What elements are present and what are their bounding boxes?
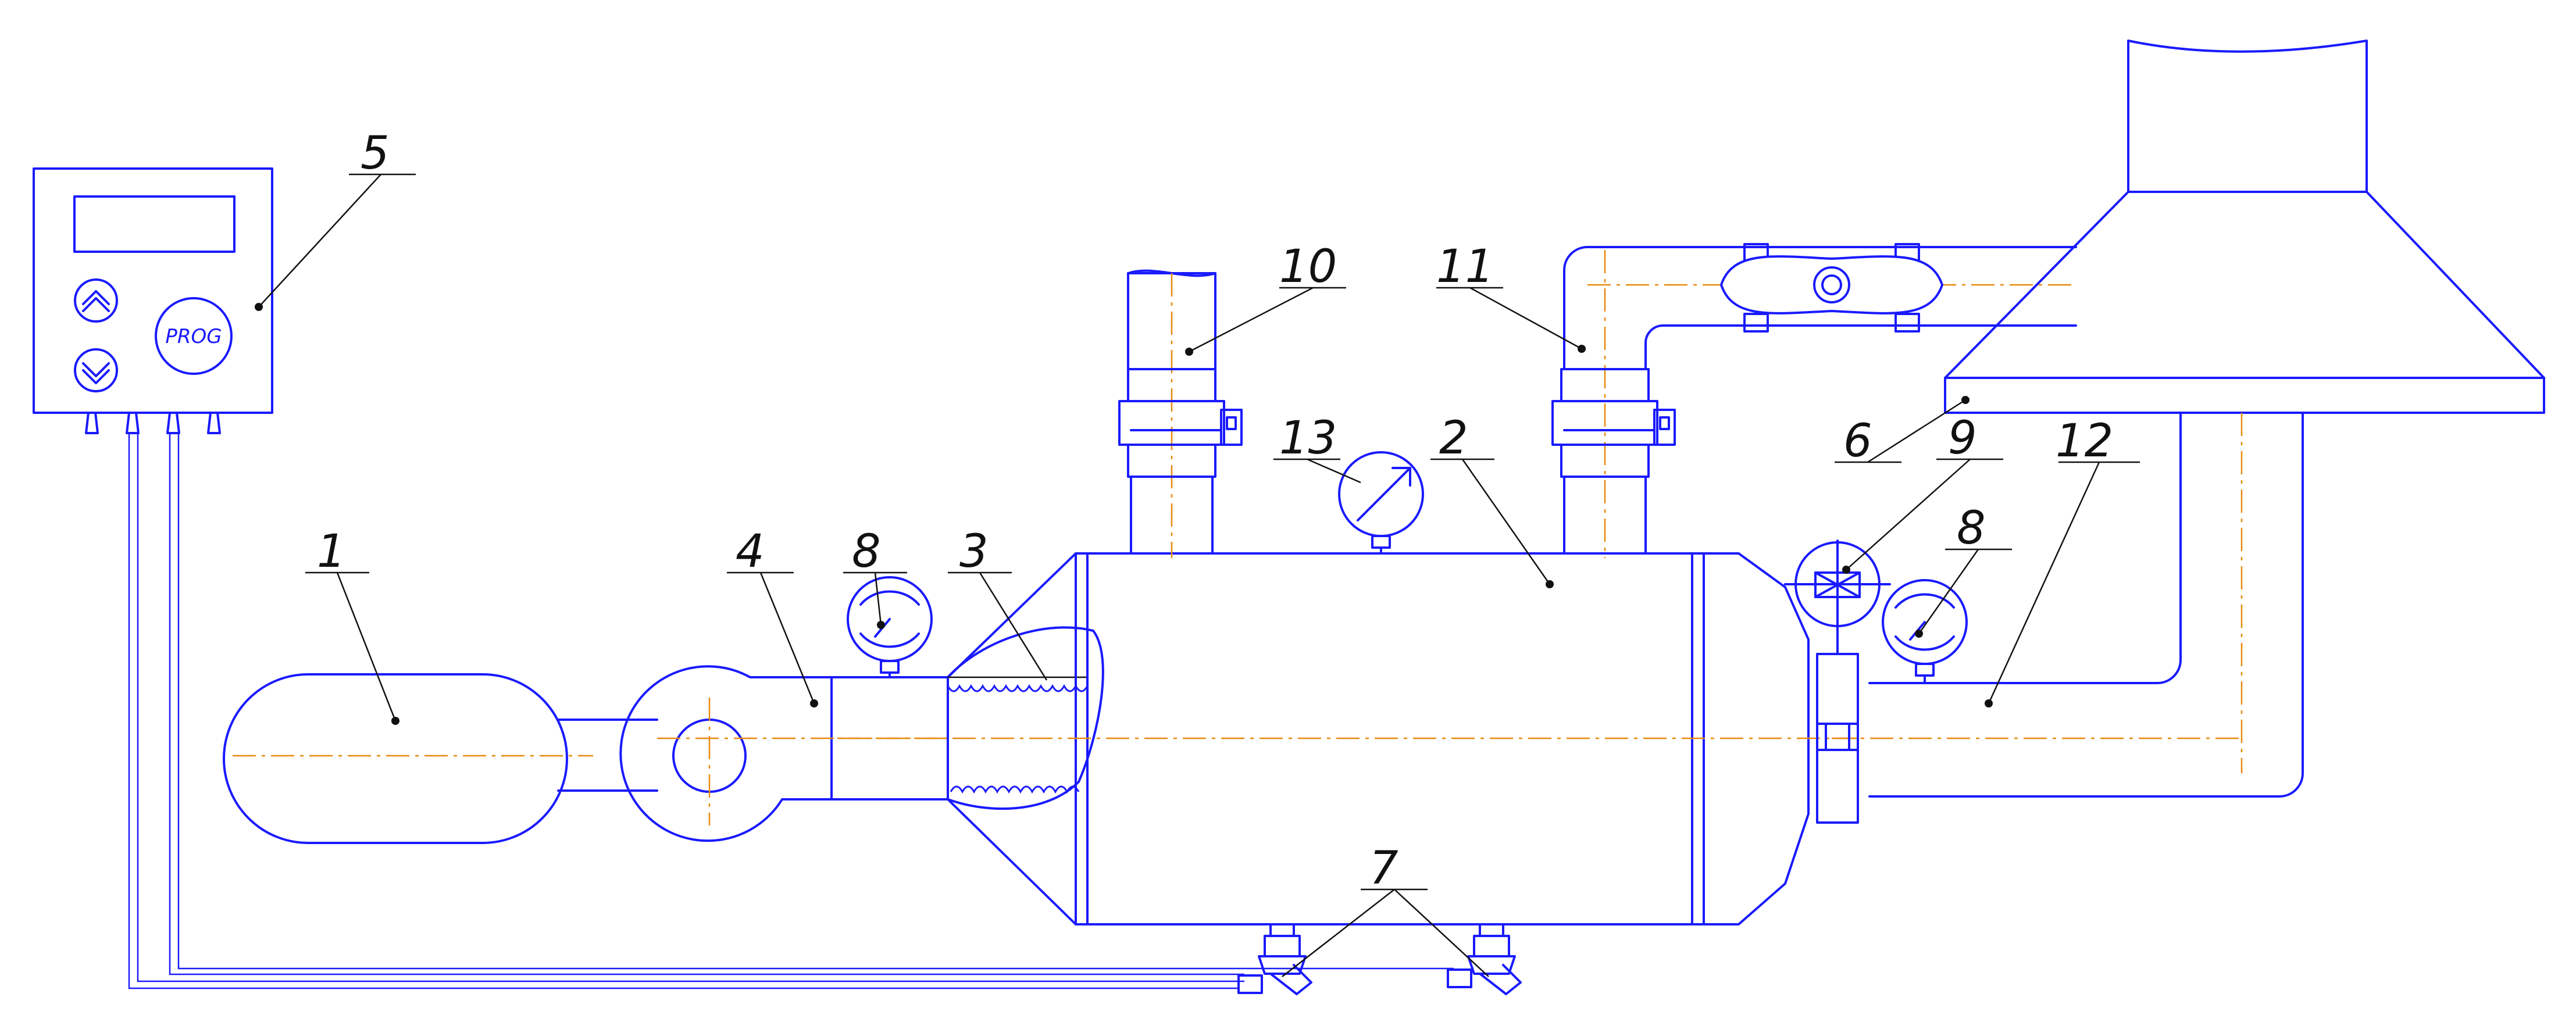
vent-pipe-left: [1127, 269, 1216, 558]
callout-9-label: 9: [1948, 412, 1977, 464]
callout-3-label: 3: [959, 526, 989, 578]
callout-11-label: 11: [1436, 241, 1494, 293]
callout-2-label: 2: [1439, 412, 1468, 464]
callout-7: 7: [1282, 842, 1489, 977]
source-tank: [223, 673, 593, 844]
controller-display: [73, 195, 236, 253]
callout-10: 10: [1185, 241, 1346, 356]
callout-8-left: 8: [843, 526, 907, 629]
arrow-down-button[interactable]: [74, 348, 118, 392]
gauge-8-left: [847, 576, 933, 678]
prog-button-label: PROG: [165, 325, 222, 348]
injector-right: [1447, 923, 1522, 995]
tank-coupling: [557, 719, 658, 792]
controller-connectors: [85, 412, 221, 434]
callout-9: 9: [1842, 412, 2003, 574]
callout-7-label: 7: [1369, 842, 1398, 895]
callout-3: 3: [948, 526, 1048, 681]
pressure-gauge-13: [1338, 451, 1424, 555]
callout-1-label: 1: [317, 526, 346, 578]
callout-13-label: 13: [1279, 412, 1337, 464]
callout-11: 11: [1436, 241, 1586, 353]
callout-4: 4: [727, 526, 818, 707]
injector-left: [1237, 923, 1312, 995]
inlet-cone: [947, 552, 1104, 925]
controller-unit: PROG: [33, 167, 273, 434]
callout-2: 2: [1430, 412, 1554, 588]
main-vessel: [837, 552, 1861, 925]
callout-4-label: 4: [736, 526, 765, 578]
callout-6: 6: [1835, 396, 1970, 467]
controller-housing: [33, 167, 273, 414]
gauge-8-right: [1882, 579, 1968, 684]
callout-12-label: 12: [2056, 415, 2113, 467]
outlet-clamp: [1816, 609, 1859, 824]
arrow-up-button[interactable]: [74, 278, 118, 323]
callout-5-label: 5: [361, 127, 390, 180]
callout-6-label: 6: [1843, 415, 1872, 467]
callout-13: 13: [1273, 412, 1361, 484]
ball-valve-left: [1118, 368, 1243, 478]
return-duct: [1832, 412, 2304, 798]
damper-valve[interactable]: [1720, 243, 1943, 333]
control-cables: [128, 433, 1454, 989]
callout-8-right: 8: [1915, 502, 2012, 638]
exhaust-hood: [1944, 40, 2545, 414]
inlet-fitting: [619, 665, 954, 842]
sensor-9: [1784, 539, 1891, 629]
prog-button[interactable]: PROG: [155, 297, 233, 375]
callout-8-right-label: 8: [1957, 502, 1986, 555]
callout-1: 1: [305, 526, 399, 725]
callout-5: 5: [255, 127, 416, 311]
callout-10-label: 10: [1279, 241, 1337, 293]
callout-12: 12: [1985, 415, 2140, 707]
callout-8-left-label: 8: [852, 526, 881, 578]
ball-valve-right: [1551, 368, 1676, 478]
